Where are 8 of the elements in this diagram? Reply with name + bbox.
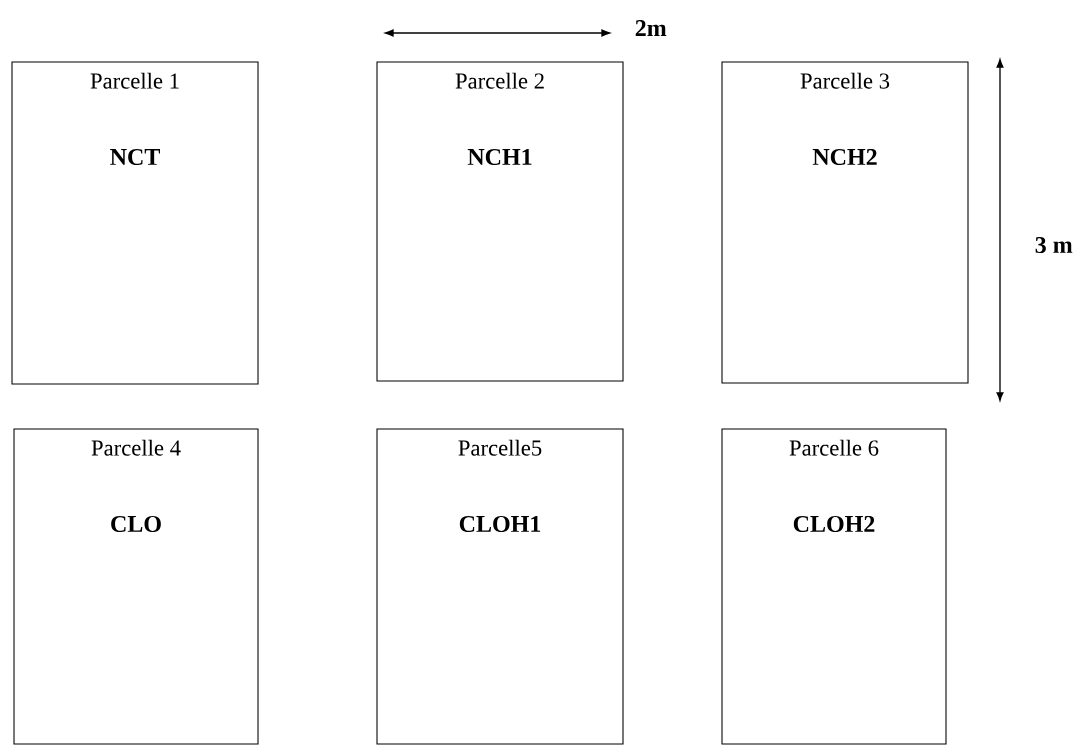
plot-box: Parcelle 2 NCH1	[376, 61, 624, 382]
dimension-label: 2m	[635, 20, 667, 36]
plot-box: Parcelle 4 CLO	[13, 428, 259, 745]
plot-box: Parcelle 6 CLOH2	[721, 428, 947, 745]
plot-box: Parcelle 1 NCT	[11, 61, 259, 385]
plot-box: Parcelle5 CLOH1	[376, 428, 624, 745]
plot-box: Parcelle 3 NCH2	[721, 61, 969, 384]
dimension-label: 3 m	[1035, 236, 1073, 254]
